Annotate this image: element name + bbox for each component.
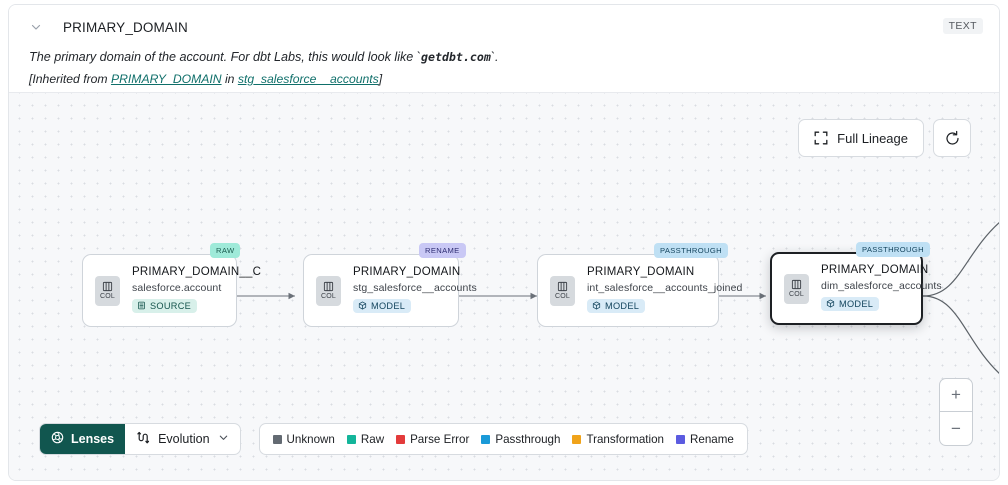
legend-item: Parse Error	[396, 433, 469, 446]
col-icon: COL	[784, 273, 809, 304]
legend-label: Parse Error	[410, 432, 470, 446]
inherited-prefix: [Inherited from	[29, 72, 111, 86]
expand-corners-icon	[814, 131, 828, 145]
cube-icon	[592, 301, 601, 310]
legend-label: Unknown	[286, 432, 335, 446]
lenses-label: Lenses	[71, 432, 115, 446]
lineage-node-stg-salesforce-accounts[interactable]: COL PRIMARY_DOMAIN stg_salesforce__accou…	[303, 254, 477, 327]
legend-label: Raw	[360, 432, 385, 446]
inherited-suffix: ]	[378, 72, 383, 86]
column-header: PRIMARY_DOMAIN TEXT The primary domain o…	[9, 5, 999, 92]
description-post: `.	[490, 50, 499, 64]
node-title: PRIMARY_DOMAIN	[587, 265, 695, 278]
col-icon-label: COL	[321, 293, 336, 300]
legend-item: Raw	[346, 432, 385, 446]
full-lineage-label: Full Lineage	[837, 130, 908, 146]
node-type-label: SOURCE	[150, 300, 192, 311]
node-pill-raw: RAW	[210, 243, 241, 258]
node-pill-passthrough: PASSTHROUGH	[654, 243, 728, 258]
zoom-out-button[interactable]: −	[951, 418, 961, 438]
inherited-column-link[interactable]: PRIMARY_DOMAIN	[110, 72, 222, 86]
node-subtitle: int_salesforce__accounts_joined	[587, 281, 743, 294]
description-code: getdbt.com	[421, 50, 491, 64]
column-description: The primary domain of the account. For d…	[29, 50, 981, 64]
lineage-node-salesforce-account[interactable]: COL PRIMARY_DOMAIN__C salesforce.account…	[82, 254, 261, 327]
lineage-edges	[237, 222, 999, 374]
inherited-model-link[interactable]: stg_salesforce__accounts	[237, 72, 379, 86]
legend-swatch	[676, 434, 686, 444]
col-icon: COL	[95, 275, 120, 306]
node-type-label: MODEL	[605, 300, 640, 311]
canvas-bottom-bar: Lenses Evolution Unknown	[39, 423, 748, 455]
legend-swatch	[346, 434, 356, 444]
description-pre: The primary domain of the account. For d…	[29, 50, 421, 64]
lineage-legend: Unknown Raw Parse Error Passthrough Tran…	[258, 423, 748, 455]
legend-label: Passthrough	[495, 432, 561, 446]
node-pill-rename: RENAME	[419, 243, 466, 258]
col-icon-label: COL	[789, 291, 804, 298]
column-lineage-panel: PRIMARY_DOMAIN TEXT The primary domain o…	[8, 4, 1000, 481]
evolution-dropdown[interactable]: Evolution	[125, 424, 239, 454]
node-type-badge: MODEL	[821, 296, 880, 311]
node-title: PRIMARY_DOMAIN	[353, 265, 461, 278]
cube-icon	[826, 299, 835, 308]
node-type-label: MODEL	[839, 298, 874, 309]
node-title: PRIMARY_DOMAIN__C	[132, 265, 262, 278]
node-type-badge: MODEL	[353, 298, 412, 313]
inherited-middle: in	[221, 72, 238, 86]
legend-label: Transformation	[586, 432, 665, 446]
zoom-in-button[interactable]: +	[940, 379, 972, 412]
zoom-controls: + −	[939, 378, 973, 446]
chevron-down-icon	[218, 432, 229, 446]
legend-item: Passthrough	[481, 433, 560, 446]
lenses-evolution-group: Lenses Evolution	[39, 423, 241, 455]
node-type-badge: SOURCE	[132, 298, 198, 313]
lineage-node-dim-salesforce-accounts[interactable]: COL PRIMARY_DOMAIN dim_salesforce_accoun…	[770, 252, 942, 325]
node-subtitle: dim_salesforce_accounts	[821, 279, 942, 292]
col-icon-label: COL	[555, 293, 570, 300]
legend-label: Rename	[690, 432, 734, 446]
lineage-canvas[interactable]: RAW COL PRIMARY_DOMAIN__C salesforce.acc…	[9, 92, 999, 480]
lenses-button[interactable]: Lenses	[40, 424, 126, 454]
legend-swatch	[396, 434, 406, 444]
node-type-badge: MODEL	[587, 298, 646, 313]
page-title: PRIMARY_DOMAIN	[63, 19, 188, 35]
refresh-button[interactable]	[933, 119, 971, 157]
legend-swatch	[272, 434, 282, 444]
legend-item: Rename	[676, 433, 734, 446]
col-icon: COL	[550, 275, 575, 306]
col-icon-label: COL	[100, 293, 115, 300]
legend-item: Transformation	[572, 433, 664, 446]
evolution-flow-icon	[136, 431, 150, 448]
node-type-label: MODEL	[371, 300, 406, 311]
lineage-node-int-salesforce-accounts-joined[interactable]: COL PRIMARY_DOMAIN int_salesforce__accou…	[537, 254, 742, 327]
full-lineage-button[interactable]: Full Lineage	[798, 119, 924, 157]
chevron-down-icon[interactable]	[29, 20, 43, 34]
node-subtitle: stg_salesforce__accounts	[353, 281, 477, 294]
inherited-from-note: [Inherited from PRIMARY_DOMAIN in stg_sa…	[29, 72, 981, 86]
cube-icon	[358, 301, 367, 310]
legend-swatch	[572, 434, 582, 444]
node-subtitle: salesforce.account	[132, 281, 222, 294]
evolution-label: Evolution	[158, 432, 210, 446]
node-title: PRIMARY_DOMAIN	[821, 263, 929, 276]
aperture-icon	[51, 431, 64, 447]
refresh-icon	[944, 130, 961, 147]
node-pill-passthrough-selected: PASSTHROUGH	[856, 242, 930, 257]
database-icon	[138, 302, 145, 310]
legend-item: Unknown	[272, 432, 335, 446]
status-badge: TEXT	[942, 18, 983, 34]
legend-swatch	[481, 434, 491, 444]
canvas-controls: Full Lineage	[798, 119, 971, 157]
col-icon: COL	[316, 275, 341, 306]
